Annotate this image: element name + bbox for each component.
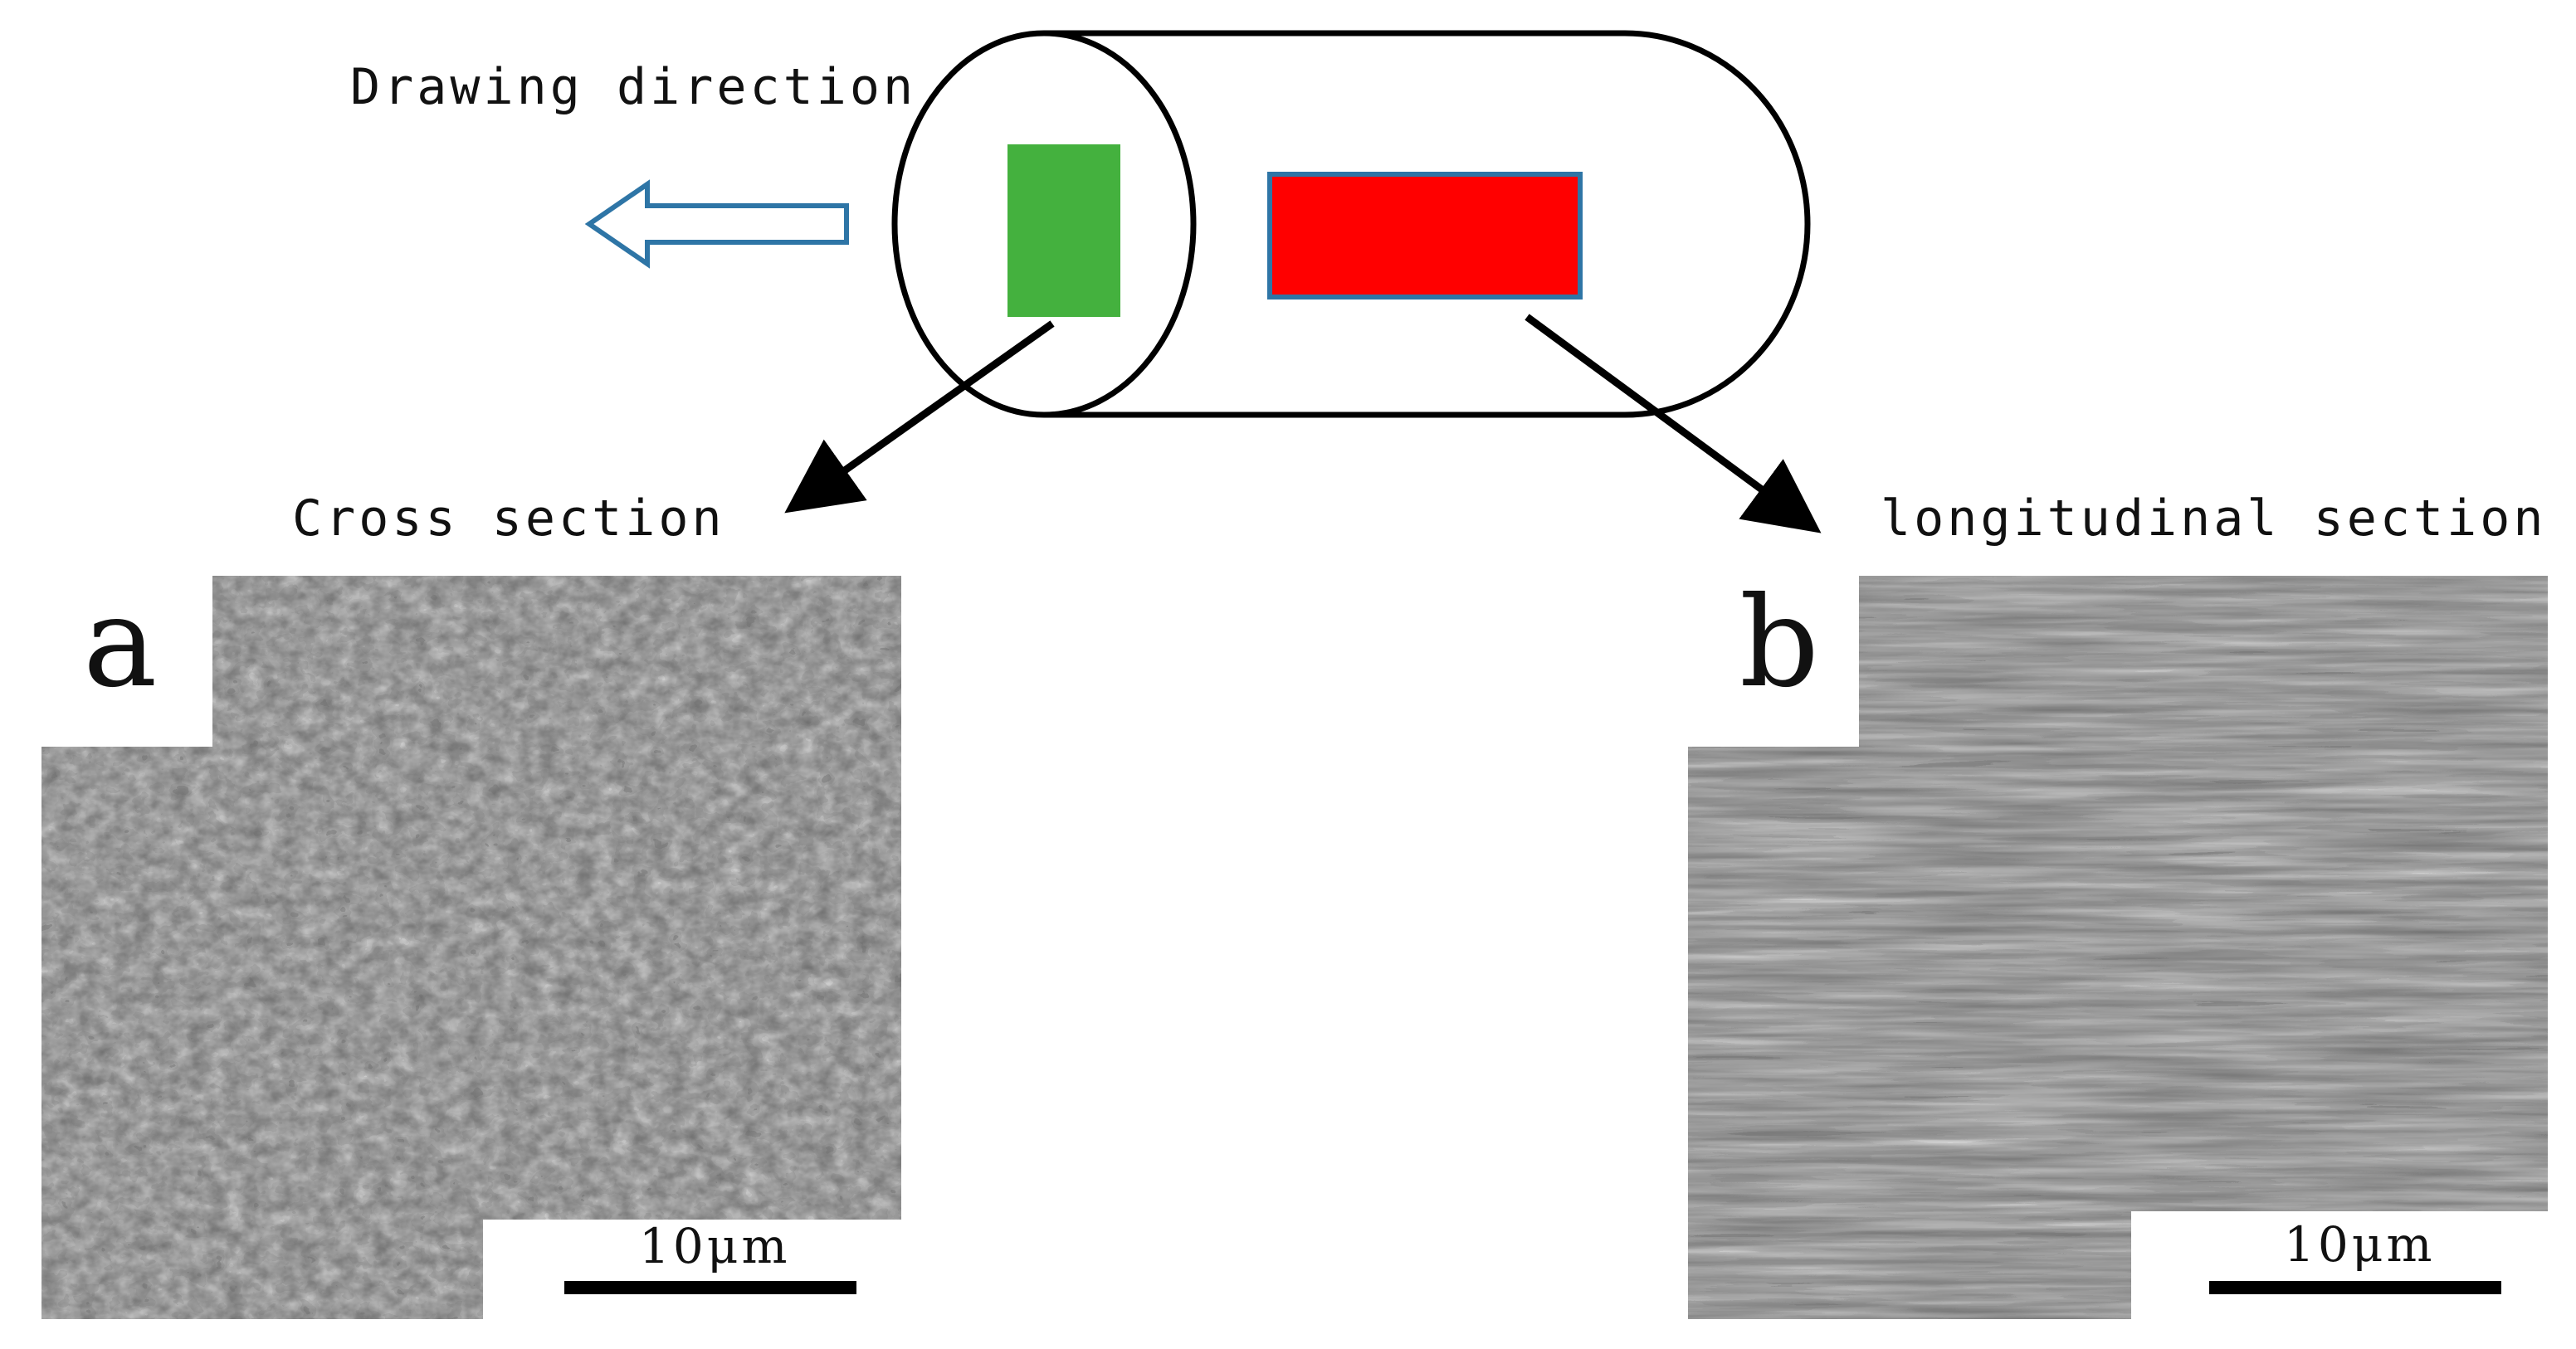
panel-b-scale-bar — [2209, 1281, 2501, 1294]
panel-a-letter: a — [83, 571, 158, 715]
panel-a-scale-label: 10μm — [639, 1218, 791, 1274]
cross-section-pointer-arrow — [784, 320, 1055, 514]
drawing-direction-arrow — [584, 179, 849, 269]
panel-a-scale-box — [483, 1220, 901, 1319]
cylinder-end-face — [891, 30, 1197, 418]
panel-a-label-background — [41, 576, 212, 747]
cross-section-label: Cross section — [292, 489, 725, 548]
longitudinal-section-label: longitudinal section — [1881, 489, 2547, 548]
cross-section-marker — [1007, 144, 1120, 317]
panel-b-scale-label: 10μm — [2284, 1216, 2436, 1273]
longitudinal-section-marker — [1267, 172, 1583, 300]
panel-b-letter: b — [1739, 571, 1820, 715]
panel-b-label-background — [1688, 576, 1859, 747]
drawing-direction-label: Drawing direction — [350, 58, 917, 116]
cylinder-body — [1044, 30, 1811, 418]
panel-b-scale-box — [2131, 1211, 2548, 1319]
sem-image-longitudinal-section — [1688, 576, 2548, 1319]
longitudinal-section-pointer-arrow — [1525, 314, 1822, 533]
panel-a-scale-bar — [564, 1281, 856, 1294]
